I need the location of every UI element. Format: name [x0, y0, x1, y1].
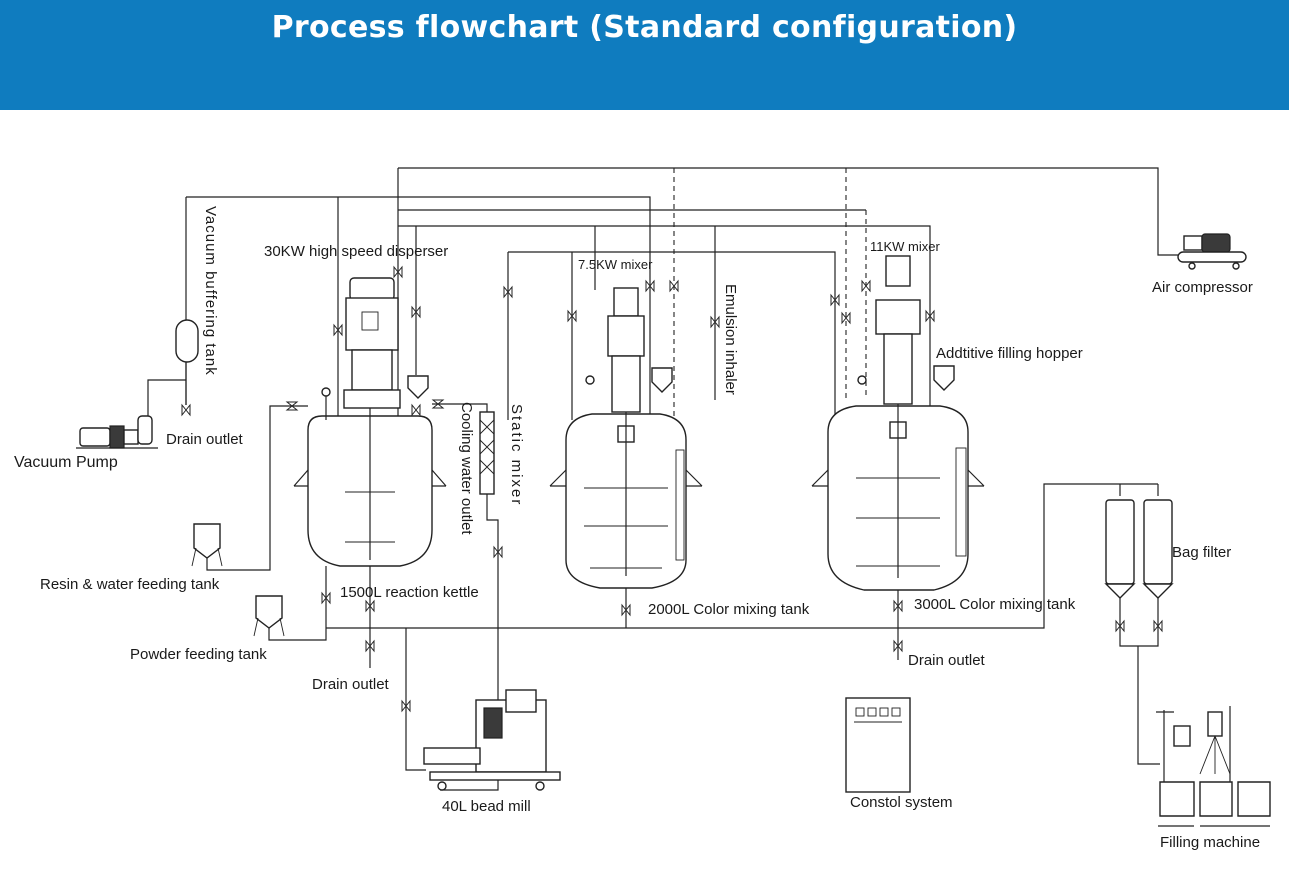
label-air-compressor: Air compressor — [1152, 279, 1253, 296]
label-vacuum-pump: Vacuum Pump — [14, 454, 118, 471]
static-mixer — [432, 399, 503, 791]
label-bead-mill: 40L bead mill — [442, 798, 531, 815]
label-drain-outlet-bottom: Drain outlet — [312, 676, 389, 693]
color-mixing-tank-2000l — [549, 287, 703, 628]
label-additive-hopper: Addtitive filling hopper — [936, 345, 1083, 362]
header-banner: Process flowchart (Standard configuratio… — [0, 0, 1289, 110]
label-mixer-7-5kw: 7.5KW mixer — [578, 257, 653, 272]
bead-mill — [423, 689, 561, 791]
filling-machine — [1156, 706, 1271, 827]
color-mixing-tank-3000l — [811, 255, 985, 660]
label-mixer-11kw: 11KW mixer — [870, 239, 940, 254]
reaction-kettle-1500l — [293, 277, 447, 668]
label-drain-outlet-left: Drain outlet — [166, 431, 243, 448]
powder-feeding-tank — [253, 566, 331, 641]
label-cooling-water-outlet: Cooling water outlet — [458, 402, 475, 535]
label-static-mixer: Static mixer — [508, 404, 525, 507]
label-color-tank-2000: 2000L Color mixing tank — [648, 601, 810, 618]
label-disperser: 30KW high speed disperser — [264, 243, 449, 260]
label-filling-machine: Filling machine — [1160, 834, 1261, 851]
label-resin-water-tank: Resin & water feeding tank — [40, 576, 220, 593]
air-compressor — [1177, 233, 1247, 270]
control-system — [845, 697, 911, 793]
label-emulsion-inhaler: Emulsion inhaler — [722, 284, 739, 395]
pipe-network — [181, 167, 1185, 425]
label-reaction-kettle: 1500L reaction kettle — [340, 584, 479, 601]
page-title: Process flowchart (Standard configuratio… — [271, 10, 1018, 45]
label-bag-filter: Bag filter — [1172, 544, 1232, 561]
label-color-tank-3000: 3000L Color mixing tank — [914, 596, 1076, 613]
label-control-system: Constol system — [850, 794, 953, 811]
vacuum-pump — [76, 415, 158, 449]
resin-water-feeding-tank — [191, 401, 308, 571]
label-powder-tank: Powder feeding tank — [130, 646, 267, 663]
bottom-header-pipe — [326, 483, 1120, 771]
label-drain-outlet-right: Drain outlet — [908, 652, 985, 669]
bag-filter — [1104, 483, 1174, 765]
label-vacuum-buffering-tank: Vacuum buffering tank — [202, 206, 219, 376]
vacuum-buffering-tank — [147, 319, 199, 418]
